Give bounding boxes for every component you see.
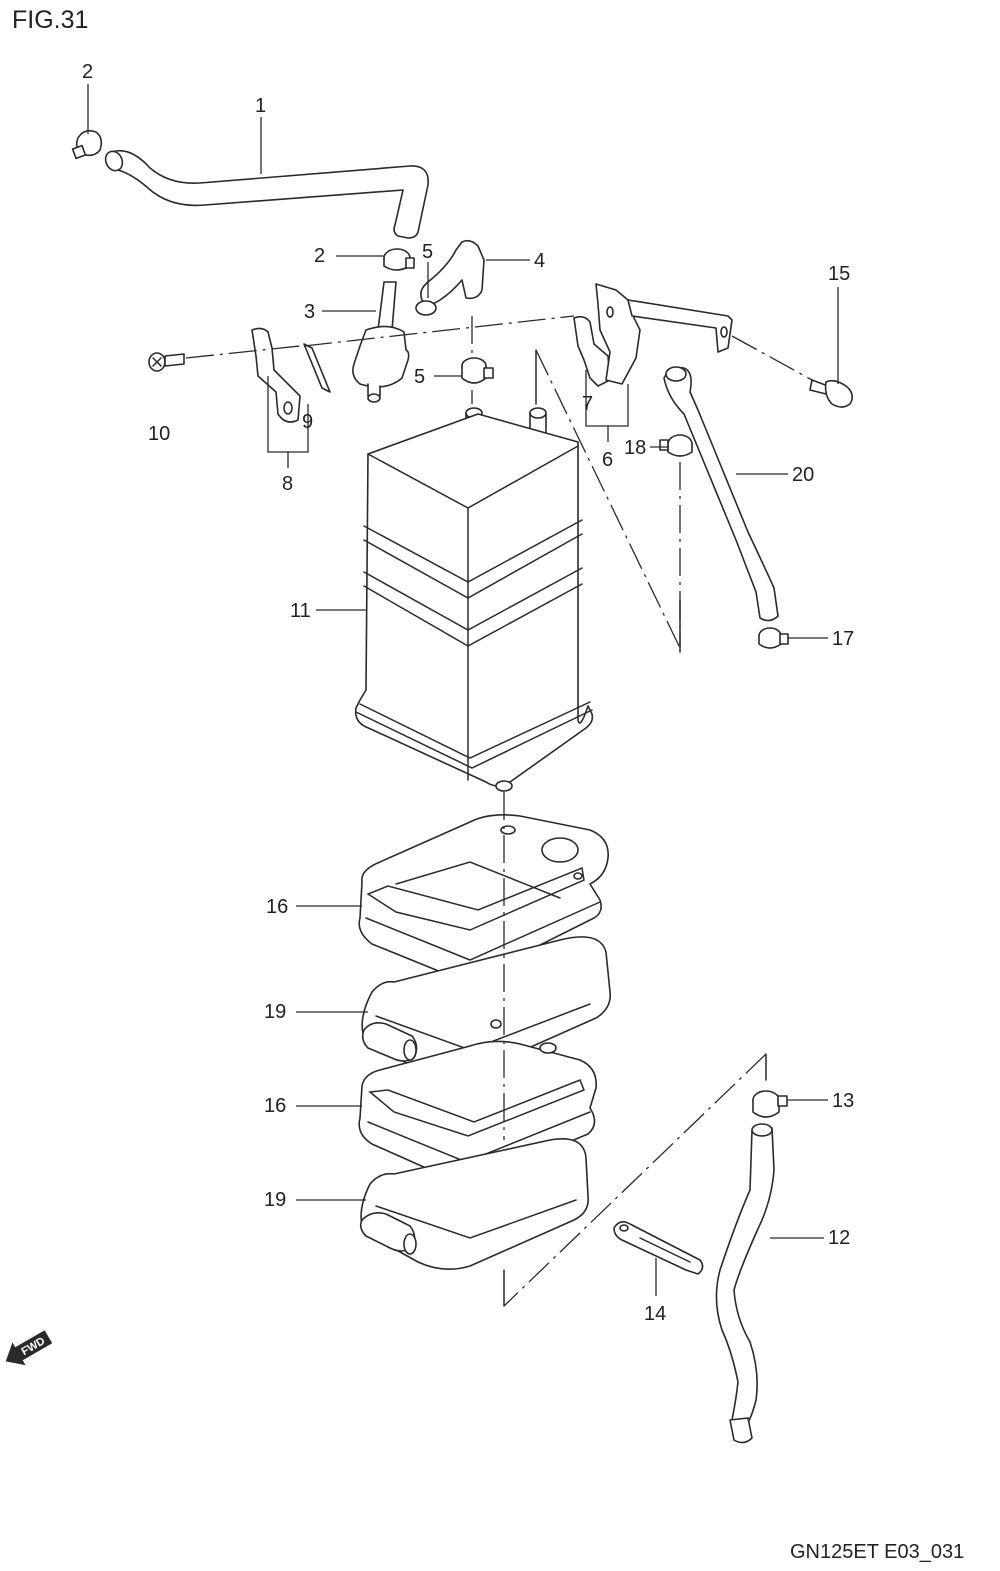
callout-20: 20 <box>792 464 814 486</box>
clamp-part-2-lower <box>383 248 415 271</box>
callout-16: 16 <box>264 1095 286 1117</box>
clamp-part-18 <box>659 434 693 457</box>
callout-19: 19 <box>264 1001 286 1023</box>
bracket-part-6 <box>595 283 733 385</box>
callout-13: 13 <box>832 1090 854 1112</box>
leader-lines <box>87 84 839 1296</box>
canister-part-11 <box>354 413 594 792</box>
callout-5: 5 <box>414 366 425 388</box>
callout-1: 1 <box>255 95 266 117</box>
figure-title: FIG.31 <box>12 6 88 34</box>
callout-4: 4 <box>534 250 545 272</box>
callout-2: 2 <box>82 61 93 83</box>
elbow-hose-part-4 <box>415 239 485 316</box>
callout-17: 17 <box>832 628 854 650</box>
valve-part-3 <box>352 281 410 403</box>
callout-12: 12 <box>828 1227 850 1249</box>
callout-11: 11 <box>290 600 311 622</box>
callout-19: 19 <box>264 1189 286 1211</box>
band-part-19-lower <box>359 1138 590 1270</box>
callout-3: 3 <box>304 301 315 323</box>
callout-labels: 2 1 2 5 4 3 5 10 9 8 7 6 15 18 20 11 17 … <box>82 61 854 1325</box>
callout-10: 10 <box>148 423 170 445</box>
hose-part-20 <box>663 366 779 622</box>
callout-9: 9 <box>302 411 313 433</box>
clamp-part-17 <box>758 627 789 649</box>
callout-15: 15 <box>828 263 850 285</box>
callout-2: 2 <box>314 245 325 267</box>
callout-7: 7 <box>582 393 593 415</box>
bracket-part-7 <box>573 315 611 387</box>
strap-part-14 <box>613 1220 704 1275</box>
seal-part-9 <box>303 343 331 393</box>
fwd-arrow-icon: FWD <box>5 1330 53 1366</box>
clamp-part-5-lower <box>461 357 494 384</box>
callout-8: 8 <box>282 473 293 495</box>
bolt-part-15 <box>809 379 854 408</box>
callout-6: 6 <box>602 449 613 471</box>
callout-14: 14 <box>644 1303 666 1325</box>
callout-18: 18 <box>624 437 646 459</box>
hose-part-1 <box>104 149 429 239</box>
figure-code: GN125ET E03_031 <box>790 1541 964 1563</box>
callout-5: 5 <box>422 241 433 263</box>
fwd-label: FWD <box>20 1335 48 1358</box>
band-part-19-upper <box>361 936 612 1079</box>
clamp-part-2-upper <box>71 130 103 160</box>
bracket-part-8 <box>251 327 301 423</box>
reference-lines <box>185 315 813 1307</box>
clamp-part-13 <box>752 1090 788 1118</box>
hose-part-12 <box>715 1123 775 1444</box>
screw-part-10 <box>148 352 185 372</box>
callout-16: 16 <box>266 896 288 918</box>
